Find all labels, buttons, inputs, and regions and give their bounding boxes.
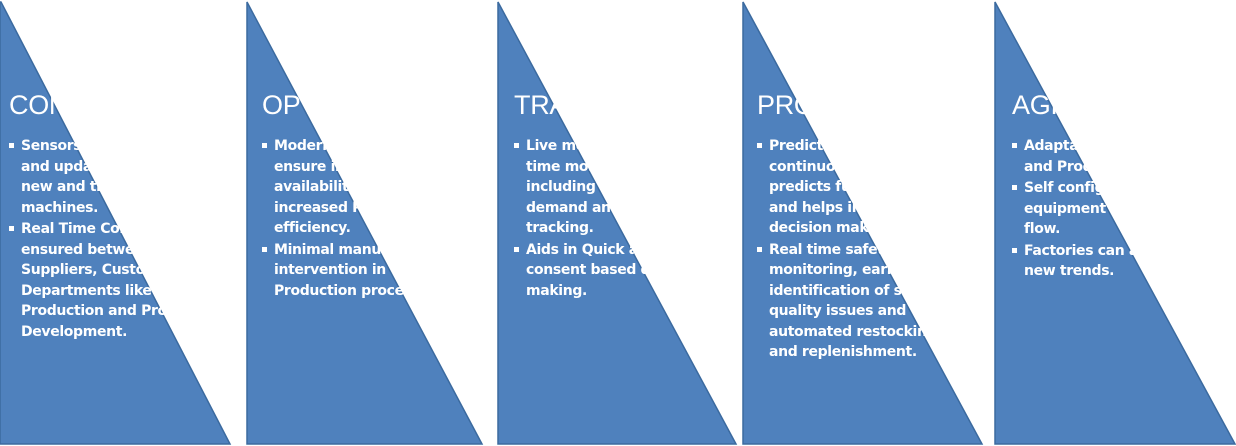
- stage-bullet-list: Adaptable to schedule and Production cha…: [1012, 136, 1217, 283]
- bullet-text: Minimal manual intervention in Productio…: [274, 241, 442, 299]
- stage-agile: AGILE Adaptable to schedule and Producti…: [1012, 0, 1217, 446]
- chevron-optimized: [246, 1, 484, 445]
- bullet-item: Self configuration of equipment and mate…: [1012, 178, 1217, 240]
- square-bullet-icon: [757, 246, 762, 252]
- square-bullet-icon: [514, 246, 519, 252]
- square-bullet-icon: [1012, 185, 1017, 190]
- stage-bullet-list: Live metrics through real time monitorin…: [514, 136, 719, 302]
- stage-title: OPTIMIZED: [262, 90, 407, 120]
- square-bullet-icon: [514, 143, 519, 148]
- stage-transparent: TRANSPARENT Live metrics through real ti…: [514, 0, 719, 446]
- bullet-text: Adaptable to schedule and Production cha…: [1024, 138, 1213, 175]
- bullet-item: Real Time Collaboration is ensured betwe…: [9, 219, 219, 342]
- stage-connected: CONNECTED Sensors continuously pull and …: [9, 0, 219, 446]
- stage-bullet-list: Predictive Analytics uses continuous dat…: [757, 136, 967, 364]
- square-bullet-icon: [1012, 247, 1017, 253]
- bullet-item: Sensors continuously pull and update dat…: [9, 136, 219, 218]
- bullet-text: Real time safety stock monitoring, early…: [769, 241, 956, 361]
- bullet-item: Adaptable to schedule and Production cha…: [1012, 136, 1217, 177]
- bullet-item: Live metrics through real time monitorin…: [514, 136, 719, 239]
- bullet-item: Minimal manual intervention in Productio…: [262, 240, 467, 302]
- stage-title: PROACTIVE: [757, 90, 911, 120]
- square-bullet-icon: [757, 143, 762, 148]
- bullet-text: Factories can adapt to new trends.: [1024, 242, 1193, 280]
- stage-optimized: OPTIMIZED Modern technologies ensure inc…: [262, 0, 467, 446]
- stage-bullet-list: Modern technologies ensure increased Ass…: [262, 136, 467, 302]
- bullet-text: Predictive Analytics uses continuous dat…: [769, 138, 961, 236]
- bullet-text: Aids in Quick and consent based decision…: [526, 241, 704, 299]
- square-bullet-icon: [9, 226, 14, 231]
- stage-title: TRANSPARENT: [514, 90, 710, 120]
- chevron-transparent: [497, 1, 738, 445]
- bullet-text: Live metrics through real time monitorin…: [526, 138, 718, 236]
- square-bullet-icon: [1012, 143, 1017, 148]
- square-bullet-icon: [262, 143, 267, 148]
- bullet-item: Modern technologies ensure increased Ass…: [262, 136, 467, 239]
- stage-title: AGILE: [1012, 90, 1091, 120]
- stage-title: CONNECTED: [9, 90, 178, 120]
- bullet-text: Real Time Collaboration is ensured betwe…: [21, 221, 219, 340]
- square-bullet-icon: [262, 246, 267, 252]
- bullet-text: Modern technologies ensure increased Ass…: [274, 138, 451, 236]
- bullet-item: Real time safety stock monitoring, early…: [757, 240, 967, 363]
- bullet-item: Factories can adapt to new trends.: [1012, 241, 1217, 282]
- bullet-item: Aids in Quick and consent based decision…: [514, 240, 719, 302]
- chevron-proactive: [742, 1, 984, 445]
- bullet-text: Self configuration of equipment and mate…: [1024, 180, 1207, 237]
- chevron-agile: [994, 1, 1236, 445]
- stage-bullet-list: Sensors continuously pull and update dat…: [9, 136, 219, 343]
- stage-proactive: PROACTIVE Predictive Analytics uses cont…: [757, 0, 967, 446]
- chevron-connected: [0, 1, 232, 445]
- bullet-item: Predictive Analytics uses continuous dat…: [757, 136, 967, 239]
- square-bullet-icon: [9, 143, 14, 148]
- bullet-text: Sensors continuously pull and update dat…: [21, 138, 216, 216]
